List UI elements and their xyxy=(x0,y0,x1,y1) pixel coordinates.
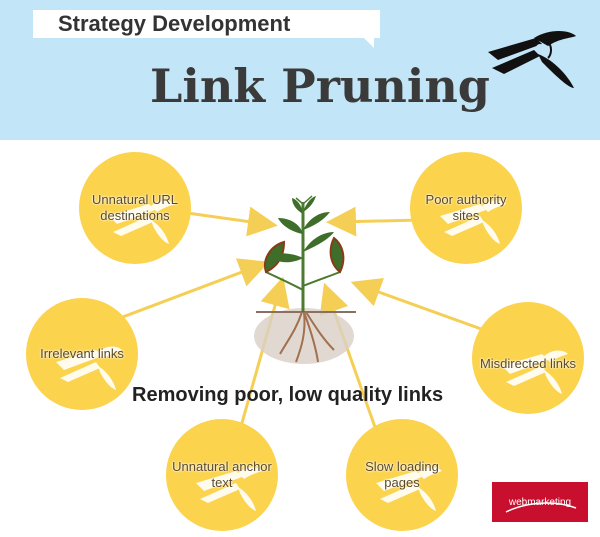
topic-circle-3 xyxy=(26,298,138,410)
webmarketing-logo: webmarketing xyxy=(492,482,588,522)
arrow-2 xyxy=(326,206,421,237)
topic-label-4: Misdirected links xyxy=(479,356,577,371)
logo-text: webmarketing xyxy=(508,497,572,508)
topic-label-3: Irrelevant links xyxy=(40,346,124,361)
topic-label-2: Poor authority sites xyxy=(425,192,507,223)
topic-label-6: Slow loading pages xyxy=(365,459,439,490)
topic-label-1: Unnatural URL destinations xyxy=(92,192,178,223)
topic-circle-4 xyxy=(472,302,584,414)
topic-circle-5 xyxy=(166,419,278,531)
topic-circle-6 xyxy=(346,419,458,531)
plant-icon xyxy=(254,195,356,364)
pruning-shears-icon xyxy=(488,31,576,88)
diagram-caption: Removing poor, low quality links xyxy=(132,384,444,406)
tag-box xyxy=(33,10,380,38)
tag-tail xyxy=(362,36,374,48)
header-banner: Strategy Development Link Pruning xyxy=(0,0,600,140)
arrow-3 xyxy=(119,258,270,320)
arrow-4 xyxy=(350,277,485,332)
logo-swoosh xyxy=(505,502,577,513)
topic-label-5: Unnatural anchor text xyxy=(172,459,272,490)
tag-label: Strategy Development xyxy=(58,11,291,36)
topic-circle-2 xyxy=(410,152,522,264)
arrow-5 xyxy=(238,276,290,431)
diagram-graphics xyxy=(26,152,584,531)
arrow-1 xyxy=(179,206,278,237)
diagram-area xyxy=(0,140,600,532)
page-title: Link Pruning xyxy=(150,59,490,113)
topic-circle-1 xyxy=(79,152,191,264)
